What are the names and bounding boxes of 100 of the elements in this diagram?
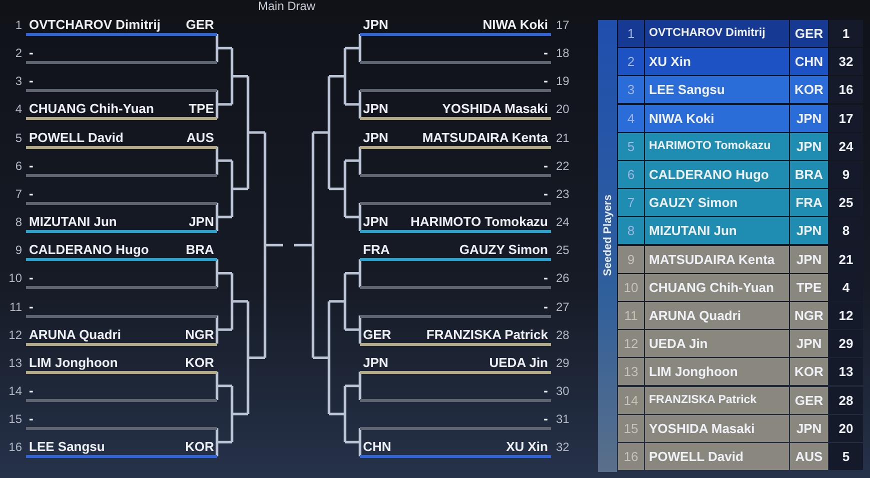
country-code: JPN — [790, 217, 828, 244]
player-name: MATSUDAIRA Kenta — [645, 246, 789, 273]
slot-number: 26 — [556, 271, 570, 286]
empty-slot-mark: - — [544, 186, 548, 201]
seed-number: 15 — [618, 414, 644, 442]
player-name: UEDA Jin — [489, 354, 548, 370]
country-code: GER — [363, 326, 392, 342]
player-name: LIM Jonghoon — [645, 358, 789, 386]
player-name: XU Xin — [645, 48, 789, 76]
empty-slot-mark: - — [544, 73, 548, 88]
player-name: ARUNA Quadri — [645, 302, 789, 329]
country-code: BRA — [790, 161, 828, 188]
slot-number: 2 — [15, 46, 22, 60]
slot-number: 22 — [556, 158, 570, 173]
country-code: JPN — [790, 246, 828, 273]
player-name: XU Xin — [506, 439, 548, 454]
slot-number: 8 — [15, 215, 22, 230]
seed-number: 8 — [618, 217, 644, 244]
draw-position: 12 — [829, 302, 863, 329]
player-name: GAUZY Simon — [459, 242, 548, 258]
diagram-title: Main Draw — [258, 0, 316, 13]
country-code: FRA — [790, 189, 828, 216]
player-name: LEE Sangsu — [29, 439, 105, 454]
seed-number: 6 — [618, 161, 644, 188]
slot-number: 17 — [556, 18, 570, 32]
draw-position: 29 — [829, 330, 863, 358]
slot-number: 20 — [556, 102, 570, 116]
player-name: UEDA Jin — [645, 330, 789, 358]
slot-number: 27 — [556, 300, 570, 314]
empty-slot-mark: - — [544, 411, 548, 426]
empty-slot-mark: - — [29, 45, 34, 60]
slot-number: 5 — [15, 130, 22, 145]
player-name: FRANZISKA Patrick — [645, 386, 789, 414]
country-code: GER — [186, 17, 214, 32]
player-name: NIWA Koki — [645, 104, 789, 132]
slot-number: 29 — [556, 356, 570, 370]
player-name: HARIMOTO Tomokazu — [410, 214, 548, 230]
slot-number: 28 — [556, 328, 570, 342]
slot-number: 30 — [556, 384, 570, 398]
empty-slot-mark: - — [544, 45, 548, 60]
slot-number: 18 — [556, 46, 570, 60]
slot-number: 7 — [15, 186, 22, 201]
country-code: TPE — [188, 101, 214, 116]
slot-number: 24 — [556, 215, 570, 230]
seed-number: 14 — [618, 386, 644, 414]
country-code: BRA — [186, 242, 214, 258]
country-code: JPN — [790, 330, 828, 358]
player-name: FRANZISKA Patrick — [426, 326, 548, 342]
player-name: ARUNA Quadri — [29, 326, 121, 342]
seed-number: 2 — [618, 48, 644, 76]
country-code: JPN — [363, 17, 388, 32]
seed-number: 3 — [618, 76, 644, 104]
country-code: JPN — [363, 354, 388, 370]
draw-position: 4 — [829, 274, 863, 301]
player-name: MATSUDAIRA Kenta — [422, 130, 548, 145]
seed-number: 12 — [618, 330, 644, 358]
player-name: GAUZY Simon — [645, 189, 789, 216]
slot-number: 4 — [15, 102, 22, 116]
player-name: MIZUTANI Jun — [645, 217, 789, 244]
country-code: JPN — [790, 414, 828, 442]
player-name: CHUANG Chih-Yuan — [645, 274, 789, 301]
player-name: YOSHIDA Masaki — [645, 414, 789, 442]
draw-position: 21 — [829, 246, 863, 273]
player-name: CHUANG Chih-Yuan — [29, 101, 154, 116]
slot-number: 3 — [15, 74, 22, 88]
slot-number: 16 — [8, 440, 22, 454]
slot-number: 9 — [15, 243, 22, 258]
slot-number: 14 — [8, 384, 22, 398]
draw-position: 17 — [829, 104, 863, 132]
seed-number: 10 — [618, 274, 644, 301]
slot-number: 11 — [10, 300, 22, 314]
slot-number: 15 — [8, 412, 22, 426]
country-code: JPN — [790, 104, 828, 132]
draw-position: 16 — [829, 76, 863, 104]
slot-number: 32 — [556, 440, 570, 454]
country-code: TPE — [790, 274, 828, 301]
empty-slot-mark: - — [29, 158, 34, 173]
seed-number: 16 — [618, 443, 644, 470]
empty-slot-mark: - — [544, 298, 548, 314]
draw-position: 9 — [829, 161, 863, 188]
country-code: GER — [790, 20, 828, 47]
empty-slot-mark: - — [544, 270, 548, 286]
draw-position: 28 — [829, 386, 863, 414]
empty-slot-mark: - — [29, 298, 34, 314]
draw-position: 5 — [829, 443, 863, 470]
slot-number: 19 — [556, 74, 570, 88]
empty-slot-mark: - — [544, 158, 548, 173]
slot-number: 23 — [556, 186, 570, 201]
country-code: NGR — [790, 302, 828, 329]
country-code: KOR — [790, 358, 828, 386]
seed-number: 1 — [618, 20, 644, 47]
country-code: JPN — [363, 130, 388, 145]
country-code: GER — [790, 386, 828, 414]
slot-number: 13 — [8, 356, 22, 370]
slot-number: 1 — [15, 18, 22, 32]
country-code: CHN — [363, 439, 392, 454]
slot-number: 21 — [556, 130, 570, 145]
slot-number: 12 — [8, 328, 22, 342]
table-heading: Seeded Players — [602, 196, 614, 276]
seed-number: 7 — [618, 189, 644, 216]
